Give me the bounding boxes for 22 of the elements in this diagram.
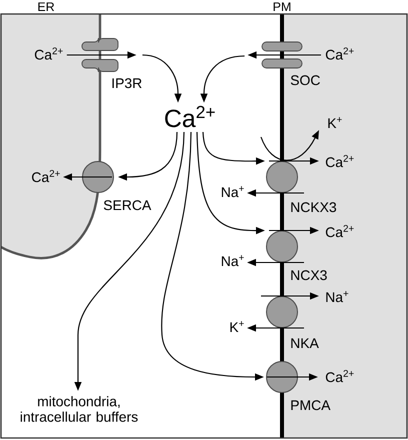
- protein-label: NCX3: [291, 270, 327, 280]
- ion-label: Na$^{+}$: [326, 291, 348, 302]
- ion-label: K$^{+}$: [230, 321, 244, 332]
- destination-label: mitochondria, intracellular buffers: [20, 396, 138, 422]
- ion-label: Ca$^{2+}$: [326, 154, 354, 168]
- ion-label: Na$^{+}$: [222, 186, 244, 198]
- ion-label: Na$^{+}$: [222, 255, 244, 266]
- compartment-label: ER: [38, 2, 54, 11]
- protein-label: PMCA: [291, 400, 330, 410]
- compartment-label: PM: [274, 2, 290, 11]
- protein-label: NCKX3: [291, 202, 336, 212]
- ion-label: Ca$^{2+}$: [326, 224, 354, 238]
- protein-label: NKA: [291, 338, 319, 348]
- protein-label: SERCA: [104, 200, 152, 210]
- protein-label: SOC: [290, 75, 320, 86]
- ion-label: Ca$^{2+}$: [326, 370, 354, 382]
- ion-label: K$^{+}$: [328, 117, 342, 128]
- ion-label: Ca$^{2+}$: [34, 47, 63, 60]
- ion-label: Ca$^{2+}$: [32, 170, 60, 182]
- ion-label: Ca$^{2+}$: [165, 106, 215, 128]
- protein-label: IP3R: [112, 78, 142, 88]
- ion-label: Ca$^{2+}$: [326, 47, 354, 60]
